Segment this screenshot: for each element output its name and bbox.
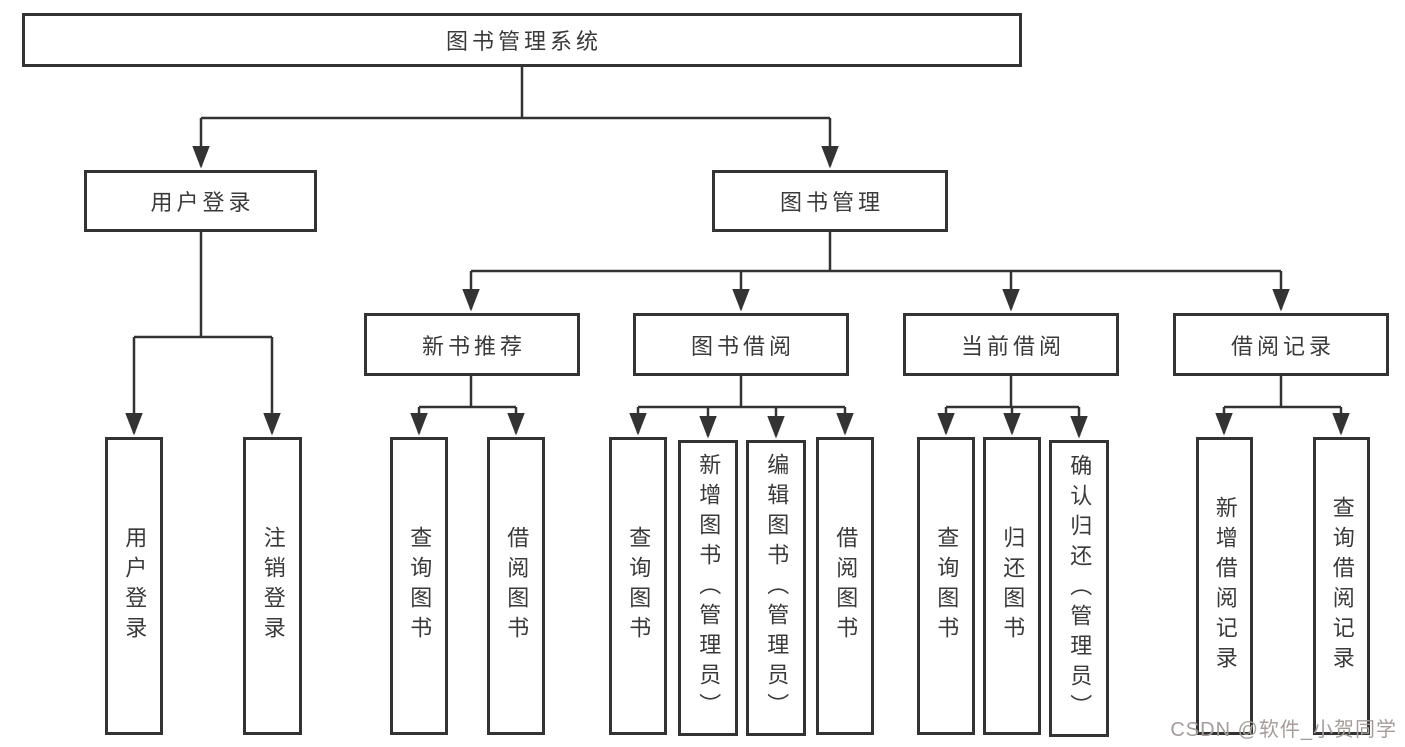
node-book-borrow: 图书借阅 xyxy=(633,313,849,376)
node-bb-edit-book-label: 编辑图书（管理员） xyxy=(764,453,790,723)
node-bb-edit-book: 编辑图书（管理员） xyxy=(746,440,806,736)
node-current-borrow: 当前借阅 xyxy=(903,313,1119,376)
node-book-manage-label: 图书管理 xyxy=(779,190,884,215)
node-rec-borrow-book: 借阅图书 xyxy=(487,437,545,735)
node-new-book-rec-label: 新书推荐 xyxy=(421,333,526,359)
node-rec-query-book-label: 查询图书 xyxy=(407,526,433,646)
node-bb-query-book: 查询图书 xyxy=(609,437,667,735)
node-cb-query-book-label: 查询图书 xyxy=(934,526,960,646)
node-bb-add-book-label: 新增图书（管理员） xyxy=(696,453,722,723)
node-cb-return-book-label: 归还图书 xyxy=(1000,526,1026,646)
node-rec-borrow-book-label: 借阅图书 xyxy=(504,526,530,646)
node-borrow-record: 借阅记录 xyxy=(1173,313,1389,376)
node-br-add-record-label: 新增借阅记录 xyxy=(1212,496,1238,676)
node-bb-borrow-book-label: 借阅图书 xyxy=(833,526,859,646)
node-br-add-record: 新增借阅记录 xyxy=(1196,437,1253,735)
tree-edges xyxy=(125,67,1350,439)
node-root: 图书管理系统 xyxy=(22,13,1022,67)
node-cb-query-book: 查询图书 xyxy=(917,437,975,735)
node-bb-add-book: 新增图书（管理员） xyxy=(678,440,738,736)
node-cb-confirm-return-label: 确认归还（管理员） xyxy=(1067,453,1093,724)
node-user-login: 用户登录 xyxy=(84,170,317,232)
node-bb-borrow-book: 借阅图书 xyxy=(816,437,874,735)
node-leaf-user-login: 用户登录 xyxy=(105,437,163,735)
node-borrow-record-label: 借阅记录 xyxy=(1230,333,1335,359)
node-bb-query-book-label: 查询图书 xyxy=(626,526,652,646)
node-user-login-label: 用户登录 xyxy=(150,190,255,215)
node-current-borrow-label: 当前借阅 xyxy=(960,333,1065,359)
node-leaf-logout-label: 注销登录 xyxy=(260,526,286,646)
node-br-query-record-label: 查询借阅记录 xyxy=(1329,496,1355,676)
node-book-manage: 图书管理 xyxy=(712,170,948,232)
node-root-label: 图书管理系统 xyxy=(445,29,602,54)
node-leaf-logout: 注销登录 xyxy=(243,437,302,735)
node-leaf-user-login-label: 用户登录 xyxy=(122,526,148,646)
node-cb-return-book: 归还图书 xyxy=(983,437,1041,735)
csdn-watermark: CSDN @软件_小贺同学 xyxy=(1170,719,1397,741)
node-rec-query-book: 查询图书 xyxy=(390,437,448,735)
node-br-query-record: 查询借阅记录 xyxy=(1313,437,1370,735)
node-book-borrow-label: 图书借阅 xyxy=(690,333,795,359)
node-cb-confirm-return: 确认归还（管理员） xyxy=(1049,440,1109,737)
node-new-book-rec: 新书推荐 xyxy=(364,313,580,376)
